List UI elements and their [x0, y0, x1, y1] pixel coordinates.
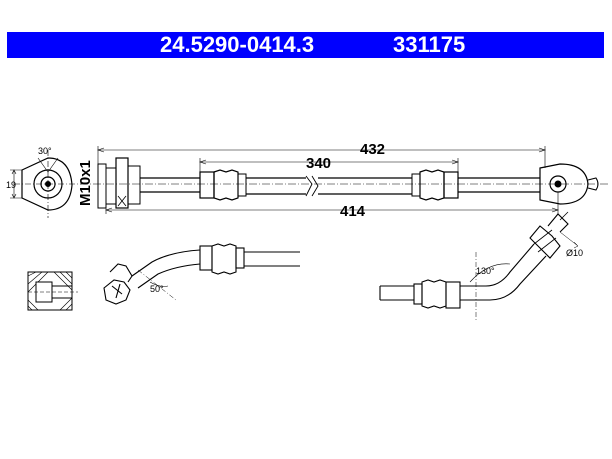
dimension-340 [199, 158, 459, 172]
dimension-432 [97, 146, 546, 168]
hose-side-view [80, 157, 610, 209]
fitting-length-label: 414 [340, 203, 366, 220]
bend-angle-right-label: 130° [476, 266, 495, 276]
dimension-414 [105, 192, 559, 214]
banjo-height-label: 19 [6, 180, 16, 190]
bent-fitting-detail [103, 243, 300, 305]
thread-label: M10x1 [77, 160, 94, 206]
part-number: 24.5290-0414.3 [160, 32, 315, 57]
banjo-end-view: 30° 19 [6, 146, 82, 218]
banjo-angle-label: 30° [38, 146, 52, 156]
section-detail [27, 271, 78, 311]
total-length-label: 432 [360, 141, 385, 158]
bent-hose-detail [379, 211, 579, 320]
reference-number: 331175 [393, 32, 466, 57]
title-bar: 24.5290-0414.3 331175 [7, 32, 604, 58]
hose-length-label: 340 [306, 155, 331, 172]
bend-angle-left-label: 50° [150, 284, 164, 294]
bore-diameter-label: Ø10 [566, 248, 583, 258]
